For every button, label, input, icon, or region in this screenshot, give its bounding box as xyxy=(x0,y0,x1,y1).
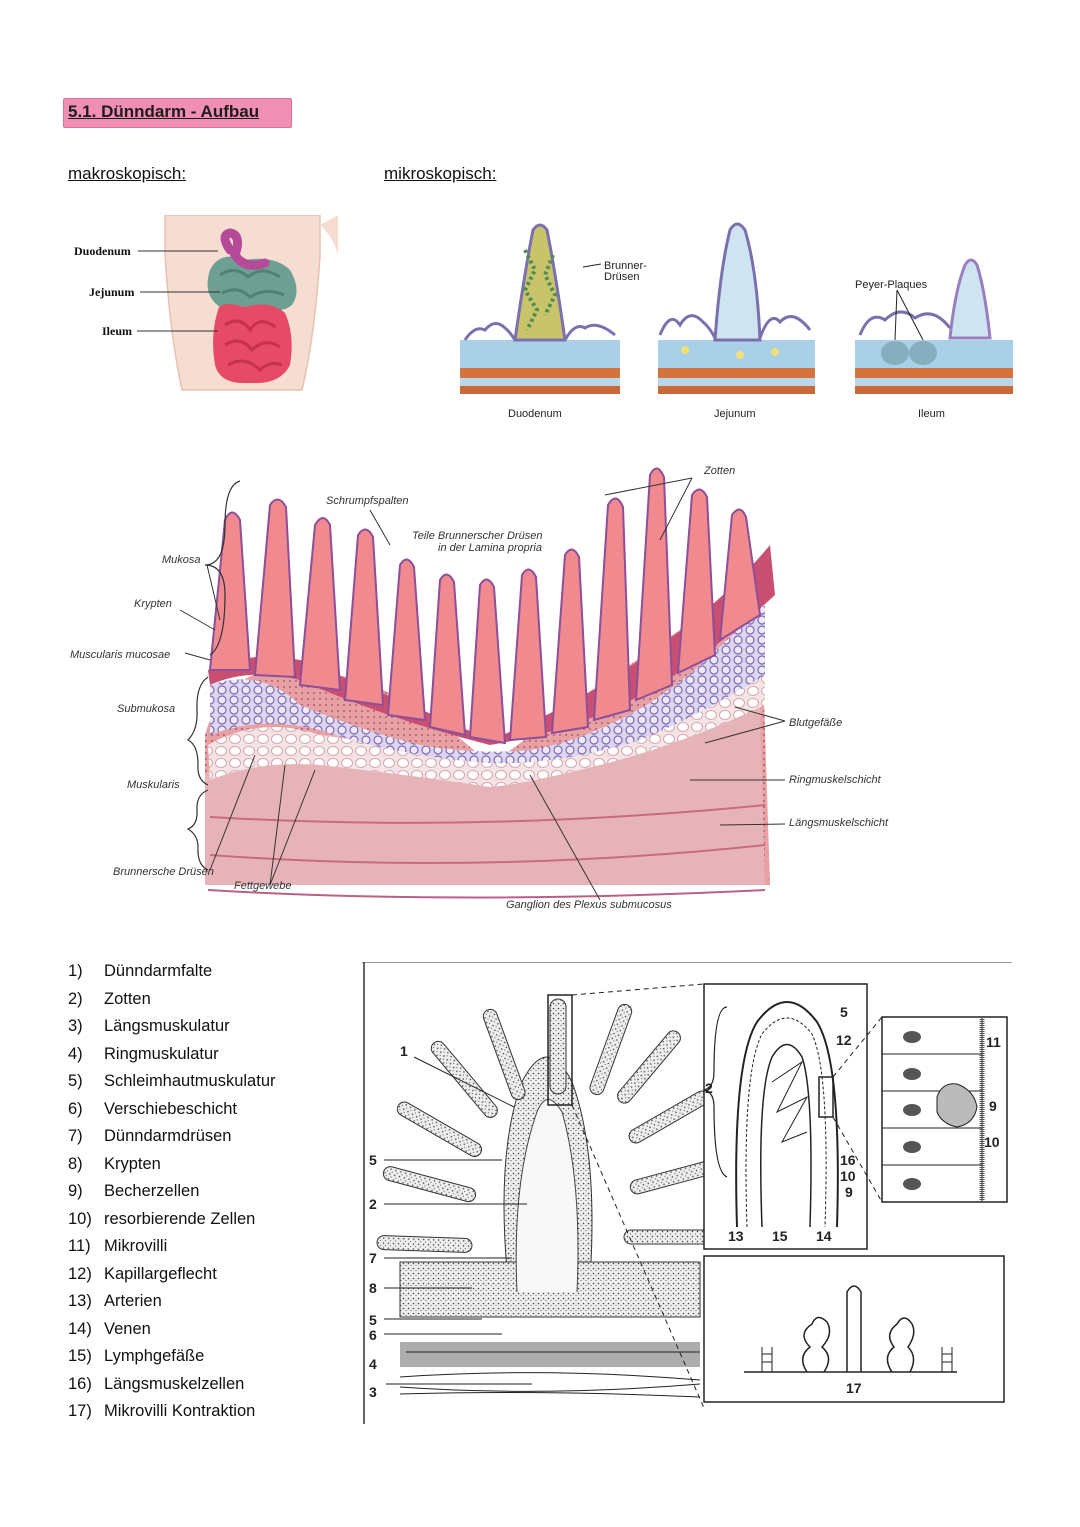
list-item: 17)Mikrovilli Kontraktion xyxy=(68,1402,256,1420)
detail-num-9: 9 xyxy=(845,1184,853,1200)
label-submukosa: Submukosa xyxy=(117,703,176,715)
histology-figure: Schrumpfspalten Zotten Teile Brunnersche… xyxy=(60,445,920,920)
duodenum-section xyxy=(460,223,620,394)
diagram-num-4: 4 xyxy=(369,1356,377,1372)
list-item: 13)Arterien xyxy=(68,1292,162,1310)
cell-num-9: 9 xyxy=(989,1098,997,1114)
list-item: 7)Dünndarmdrüsen xyxy=(68,1127,232,1145)
list-item: 12)Kapillargeflecht xyxy=(68,1264,217,1283)
label-muskularis: Muskularis xyxy=(127,779,180,791)
title-highlight xyxy=(63,98,292,128)
cell-detail-panel xyxy=(881,1016,1008,1203)
list-item: 9)Becherzellen xyxy=(68,1182,200,1200)
list-item: 2)Zotten xyxy=(68,989,151,1008)
detail-num-15: 15 xyxy=(772,1228,788,1244)
page-title: 5.1. Dünndarm - Aufbau xyxy=(68,102,260,121)
diagram-num-2: 2 xyxy=(369,1196,377,1212)
label-schrumpfspalten: Schrumpfspalten xyxy=(326,495,409,507)
detail-num-10: 10 xyxy=(840,1168,856,1184)
ileum-section xyxy=(855,258,1013,394)
cell-num-10: 10 xyxy=(984,1134,1000,1150)
diagram-num-3: 3 xyxy=(369,1384,377,1400)
label-lamina-propria: in der Lamina propria xyxy=(438,542,542,554)
label-ganglion: Ganglion des Plexus submucosus xyxy=(506,899,672,911)
jejunum-section xyxy=(658,222,815,394)
micro-figures: Brunner- Drüsen Peyer-Plaques Duodenum J… xyxy=(455,210,1020,425)
label-zotten: Zotten xyxy=(704,465,736,477)
label-krypten: Krypten xyxy=(134,598,172,610)
villus-detail-panel xyxy=(703,983,883,1250)
micro-sections-illustration xyxy=(460,222,1013,394)
detail-num-5: 5 xyxy=(840,1004,848,1020)
contraction-num-17: 17 xyxy=(846,1380,862,1396)
detail-num-16: 16 xyxy=(840,1152,856,1168)
villus-diagram: 1 5 2 7 8 5 6 4 3 5 12 2 16 10 9 13 15 1… xyxy=(362,961,1012,1424)
detail-num-13: 13 xyxy=(728,1228,744,1244)
list-item: 1)Dünndarmfalte xyxy=(68,962,213,980)
list-item: 10)resorbierende Zellen xyxy=(68,1209,256,1228)
list-item: 16)Längsmuskelzellen xyxy=(68,1374,245,1393)
detail-num-14: 14 xyxy=(816,1228,832,1244)
label-ileum-micro: Ileum xyxy=(918,408,945,420)
list-item: 14)Venen xyxy=(68,1319,151,1338)
detail-num-12: 12 xyxy=(836,1032,852,1048)
list-item: 3)Längsmuskulatur xyxy=(68,1017,230,1035)
heading-macro: makroskopisch: xyxy=(68,164,187,183)
list-item: 11)Mikrovilli xyxy=(68,1237,168,1255)
label-jejunum-micro: Jejunum xyxy=(714,408,756,420)
label-muscularis-mucosae: Muscularis mucosae xyxy=(70,649,171,661)
label-laengsmuskelschicht: Längsmuskelschicht xyxy=(789,817,889,829)
diagram-num-8: 8 xyxy=(369,1280,377,1296)
list-item: 15)Lymphgefäße xyxy=(68,1347,205,1365)
label-brunner-teile: Teile Brunnerscher Drüsen xyxy=(412,530,543,542)
list-item: 6)Verschiebeschicht xyxy=(68,1099,237,1118)
list-item: 8)Krypten xyxy=(68,1154,161,1173)
torso-illustration xyxy=(70,214,340,395)
histology-illustration xyxy=(179,467,786,901)
label-fettgewebe: Fettgewebe xyxy=(234,880,292,892)
macro-figure: Duodenum Jejunum Ileum xyxy=(70,214,340,395)
heading-micro: mikroskopisch: xyxy=(384,164,497,183)
diagram-num-5b: 5 xyxy=(369,1312,377,1328)
list-item: 4)Ringmuskulatur xyxy=(68,1044,219,1063)
diagram-num-5: 5 xyxy=(369,1152,377,1168)
diagram-num-1: 1 xyxy=(400,1043,408,1059)
list-item: 5)Schleimhautmuskulatur xyxy=(68,1072,276,1090)
label-ileum-macro: Ileum xyxy=(102,324,132,338)
label-ringmuskelschicht: Ringmuskelschicht xyxy=(789,774,881,786)
detail-num-2: 2 xyxy=(705,1080,713,1096)
label-mukosa: Mukosa xyxy=(162,554,201,566)
label-brunner-druesen: Brunner- Drüsen xyxy=(604,260,647,283)
label-duodenum-micro: Duodenum xyxy=(508,408,562,420)
label-duodenum-macro: Duodenum xyxy=(74,244,131,258)
diagram-num-7: 7 xyxy=(369,1250,377,1266)
label-brunnersche-druesen: Brunnersche Drüsen xyxy=(113,866,214,878)
label-blutgefaesse: Blutgefäße xyxy=(789,717,843,729)
label-jejunum-macro: Jejunum xyxy=(89,285,135,299)
cell-num-11: 11 xyxy=(986,1034,1001,1050)
legend-list: 1)Dünndarmfalte 2)Zotten 3)Längsmuskulat… xyxy=(68,958,368,1426)
villus-diagram-drawing xyxy=(362,961,1012,1424)
contraction-panel xyxy=(703,1255,1005,1403)
label-peyer-plaques: Peyer-Plaques xyxy=(855,279,928,291)
villi xyxy=(208,467,762,745)
diagram-num-6: 6 xyxy=(369,1327,377,1343)
